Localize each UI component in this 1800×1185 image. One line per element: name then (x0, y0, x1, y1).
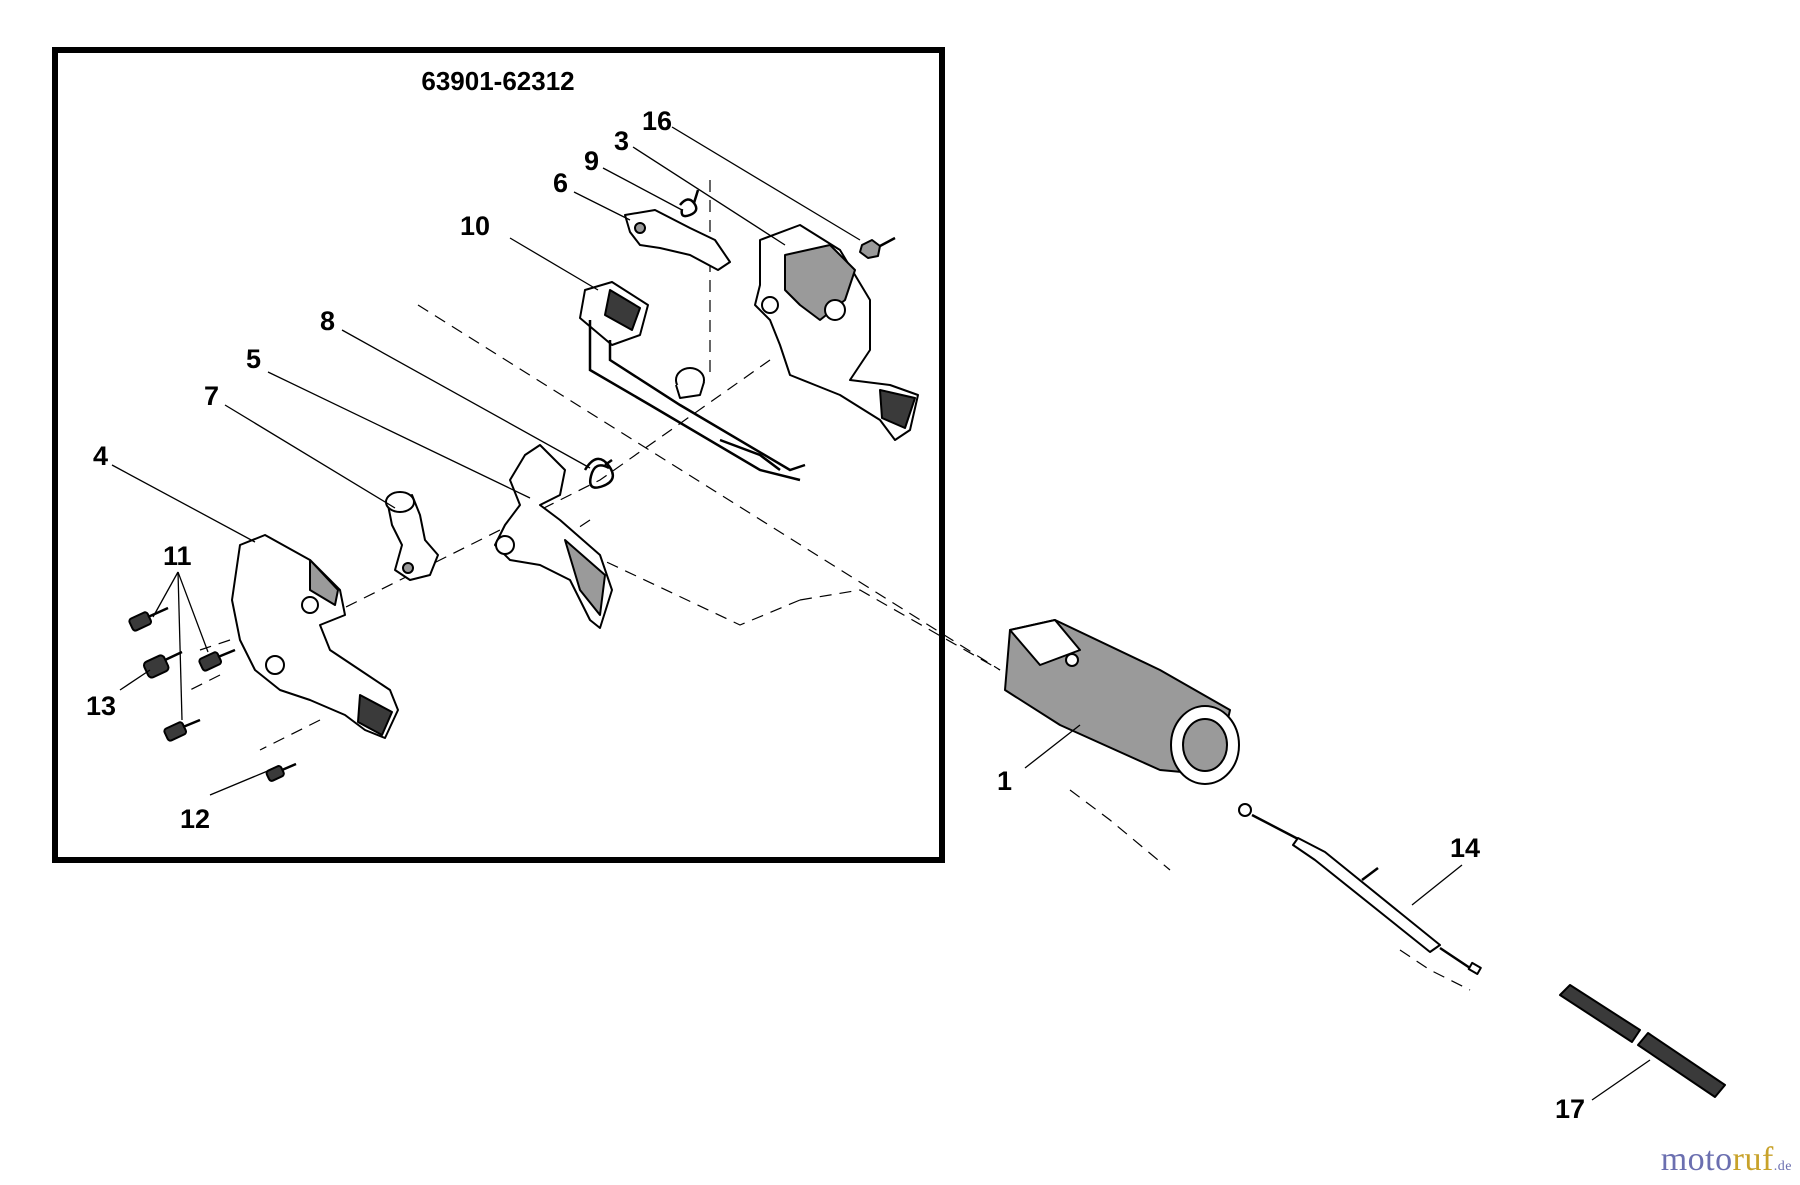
callout-8: 8 (320, 306, 335, 336)
screw (198, 648, 236, 672)
callout-5: 5 (246, 344, 261, 374)
watermark-tld: .de (1773, 1159, 1792, 1174)
kit-frame (52, 47, 945, 863)
callout-7: 7 (204, 381, 219, 411)
callout-13: 13 (86, 691, 116, 721)
torsion-spring (583, 457, 615, 489)
throttle-cable (1238, 803, 1482, 975)
screw (128, 606, 169, 632)
small-screw (265, 762, 297, 782)
callout-11: 11 (163, 541, 192, 571)
cable-tube (1559, 984, 1726, 1098)
callout-12: 12 (180, 804, 210, 834)
callout-1: 1 (997, 766, 1012, 796)
small-spring (679, 189, 700, 218)
nut (859, 236, 896, 259)
lever (624, 209, 731, 271)
handle-housing-left (231, 534, 399, 739)
callout-6: 6 (553, 168, 568, 198)
callout-3: 3 (614, 126, 629, 156)
leader-lines (111, 126, 1651, 1101)
callout-10: 10 (460, 211, 490, 241)
callout-4: 4 (93, 441, 108, 471)
throttle-trigger (494, 444, 613, 629)
switch (579, 281, 806, 482)
callout-9: 9 (584, 146, 599, 176)
kit-number: 63901-62312 (421, 66, 574, 96)
watermark-logo: motoruf.de (1661, 1141, 1792, 1179)
callout-17: 17 (1555, 1094, 1585, 1124)
bushing (675, 367, 705, 399)
callout-14: 16 (642, 106, 672, 136)
flange-bolt (142, 650, 183, 679)
handle-grip (1004, 619, 1240, 785)
lockout-lever (385, 491, 439, 581)
watermark-brand: motoruf (1660, 1141, 1774, 1178)
screw (163, 718, 201, 742)
callout-16: 14 (1450, 833, 1480, 863)
handle-housing-right (754, 224, 919, 441)
